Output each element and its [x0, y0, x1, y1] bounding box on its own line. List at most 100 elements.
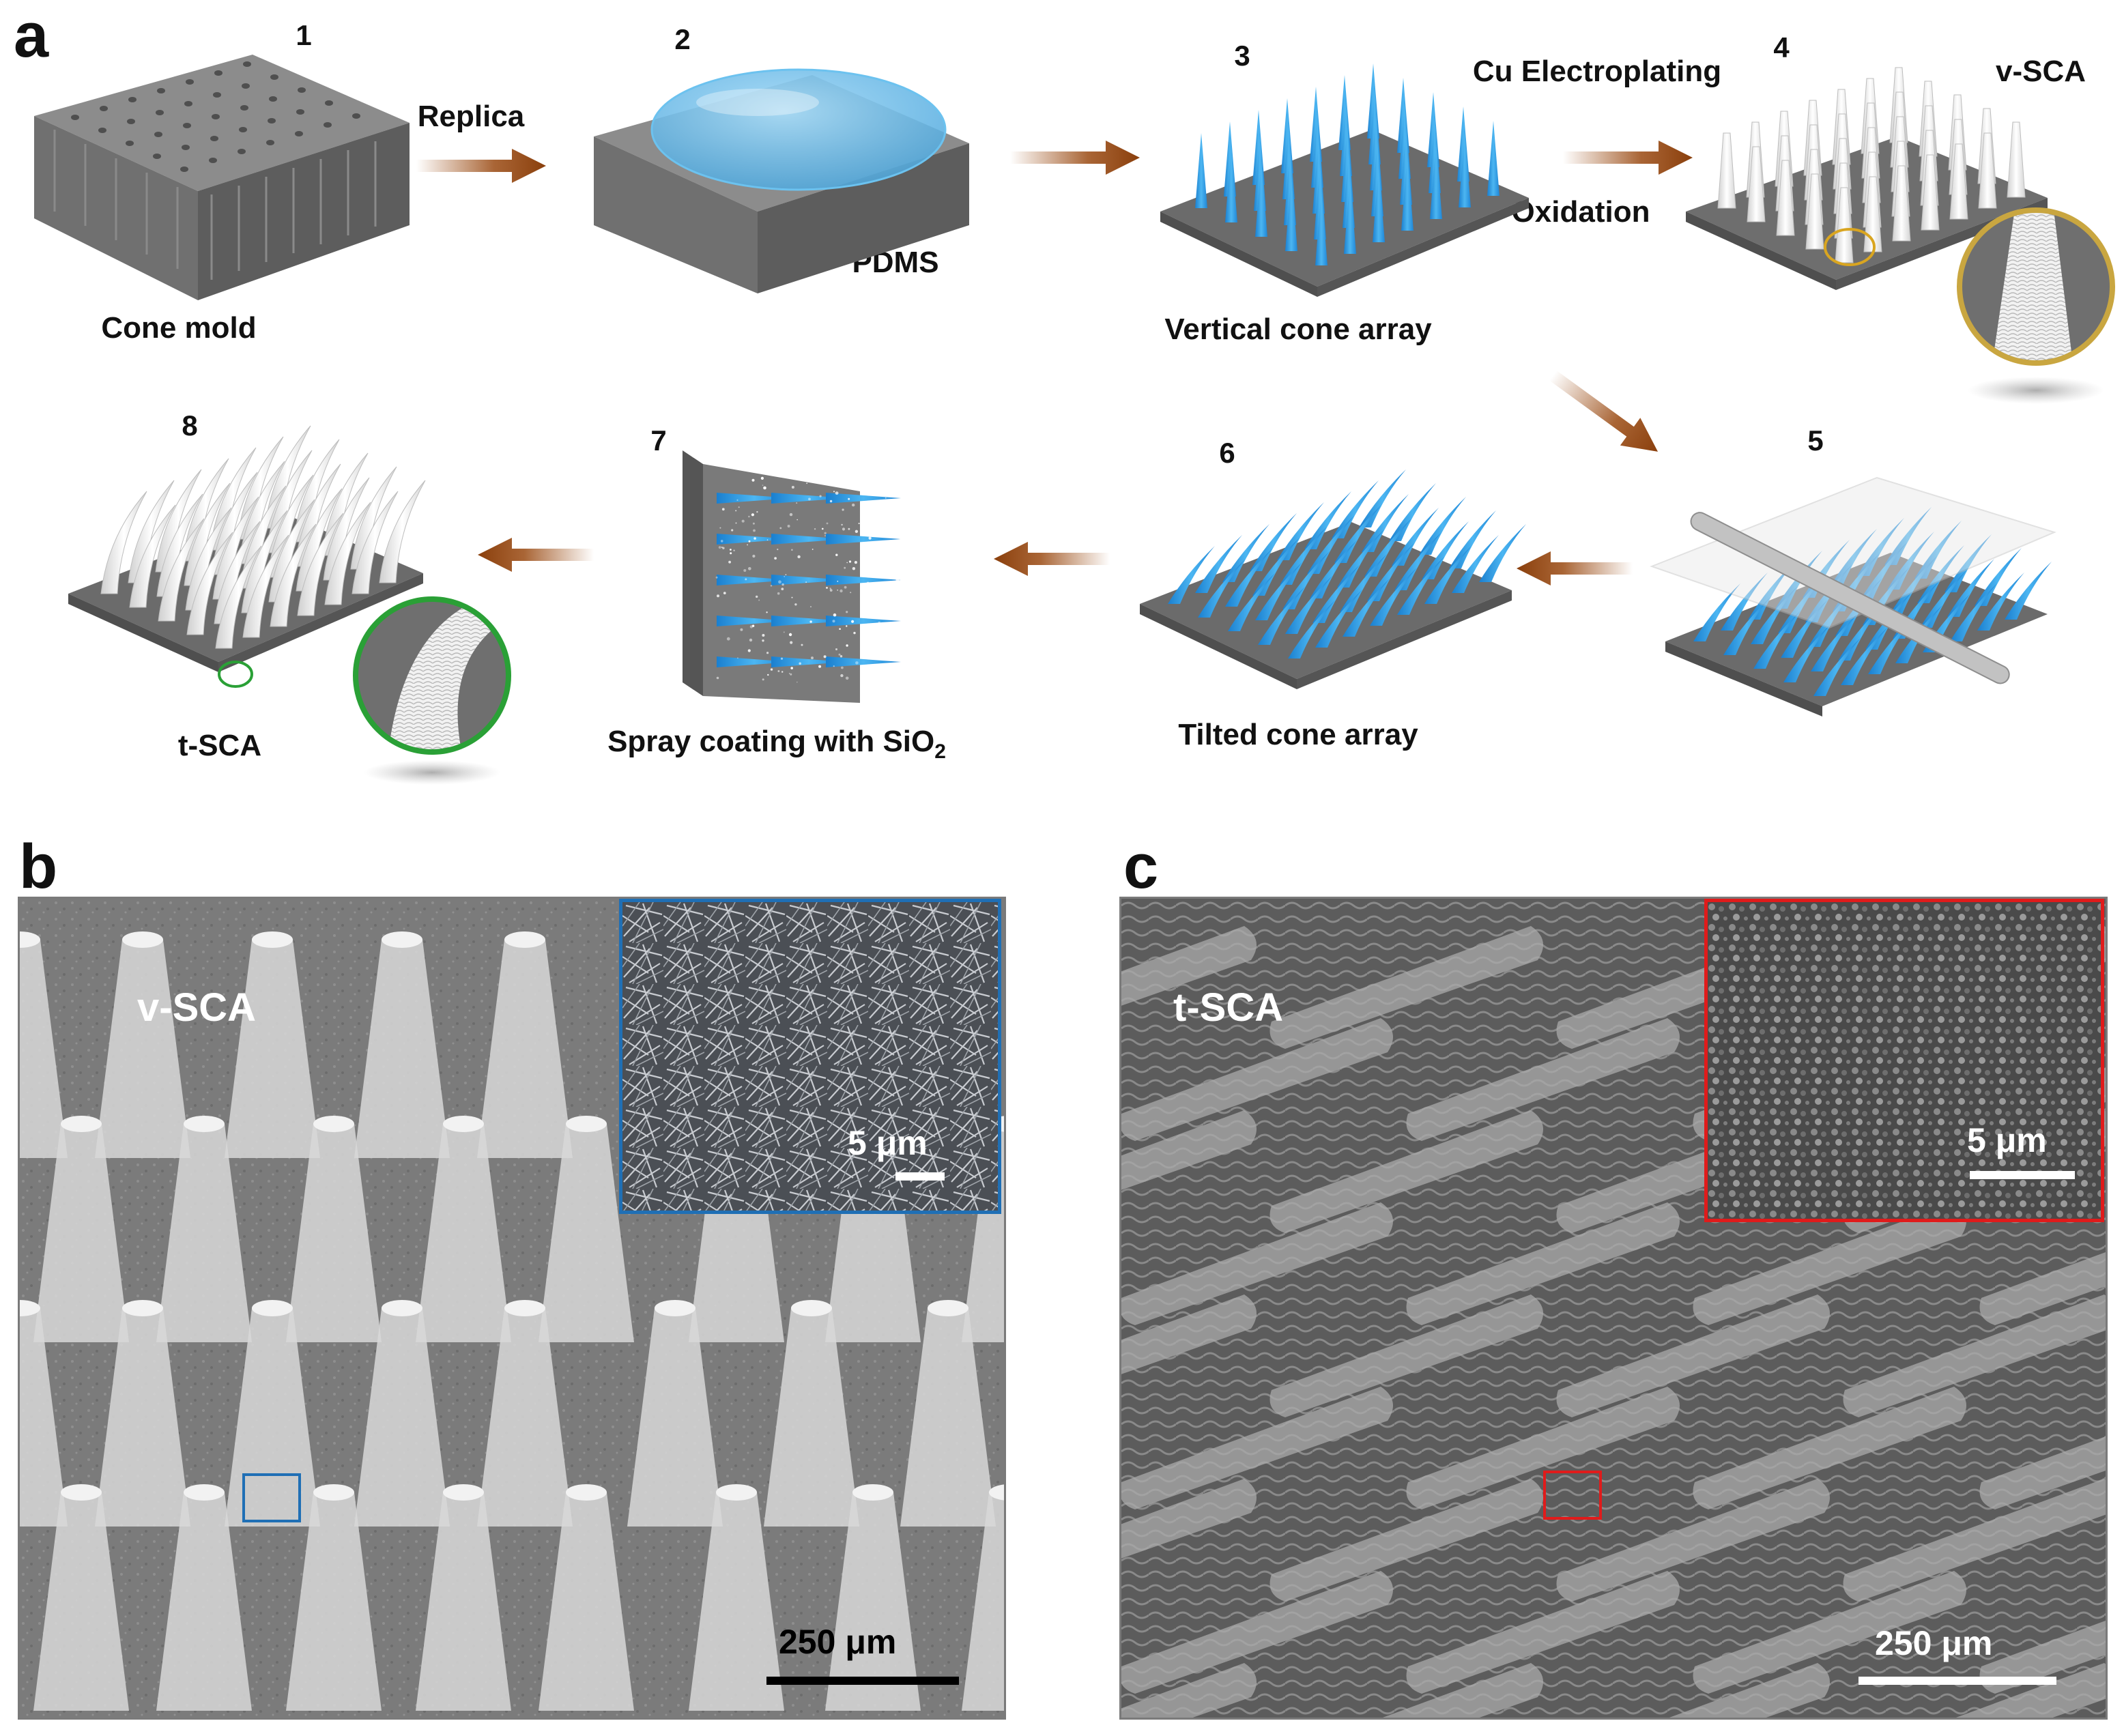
t-sca-cone — [379, 480, 426, 583]
t-sca-cone — [351, 491, 399, 594]
silica-particle — [980, 659, 982, 662]
sem-cone-tip — [504, 931, 545, 948]
sem-cone — [354, 940, 450, 1158]
tilted-cone — [1452, 535, 1499, 593]
t-sca-cone — [242, 534, 289, 638]
v-sca-cone — [1747, 146, 1766, 222]
silica-particle — [935, 561, 936, 563]
silica-particle — [811, 656, 814, 660]
silica-particle — [829, 500, 833, 503]
silica-particle — [826, 587, 828, 589]
silica-particle — [741, 519, 745, 523]
silica-particle — [964, 631, 966, 633]
silica-particle — [751, 513, 754, 517]
silica-particle — [899, 508, 902, 512]
tilted-cone — [1370, 568, 1417, 626]
silica-particle — [747, 544, 749, 546]
silica-particle — [860, 563, 862, 565]
tilted-cone — [1304, 491, 1351, 549]
silica-particle — [850, 592, 852, 594]
mold-hole — [186, 79, 194, 85]
silica-particle — [754, 537, 756, 540]
silica-particle — [945, 671, 947, 674]
sem-ridge — [1121, 1571, 1393, 1694]
sem-b-inset-scale-label: 5 μm — [848, 1124, 928, 1162]
silica-particle — [878, 621, 880, 624]
sem-ridge — [1406, 1202, 1680, 1325]
silica-particle — [932, 481, 934, 484]
silica-particle — [948, 483, 949, 485]
vertical-cone — [1225, 147, 1237, 222]
silica-particle — [791, 549, 793, 551]
arrow-label-cu-electroplating: Cu Electroplating — [1472, 55, 1722, 88]
sem-cone — [764, 1308, 859, 1527]
silica-particle — [980, 493, 984, 496]
step-number-8: 8 — [182, 409, 198, 442]
sem-cone-tip — [20, 1300, 40, 1316]
arrow-3-to-5 — [1549, 370, 1659, 452]
silica-particle — [796, 681, 798, 683]
sem-ridge — [1843, 1294, 2106, 1417]
sem-ridge — [1979, 1252, 2106, 1325]
spray-coating-illustration — [683, 450, 989, 703]
arrow-5-to-6 — [1517, 551, 1633, 585]
sem-c-inset-texture — [1708, 902, 2101, 1219]
silica-particle — [745, 578, 747, 581]
tilted-cone — [1334, 505, 1381, 563]
sem-cone — [20, 940, 68, 1158]
silica-particle — [975, 631, 977, 633]
mold-hole — [98, 128, 106, 133]
silica-particle — [910, 655, 913, 657]
t-sca-cone — [215, 545, 262, 649]
silica-particle — [845, 676, 849, 680]
silica-particle — [835, 648, 837, 650]
v-sca-cone — [1921, 154, 1940, 231]
silica-particle — [957, 486, 960, 489]
sem-ridge — [1406, 1387, 1680, 1509]
silica-particle — [889, 611, 891, 613]
arrow-2-to-3 — [1010, 141, 1140, 175]
silica-particle — [777, 549, 779, 551]
silica-particle — [733, 549, 735, 551]
spray-cone — [771, 534, 846, 545]
silica-particle — [938, 602, 941, 605]
silica-particle — [808, 497, 811, 501]
silica-particle — [778, 580, 781, 584]
tilted-cone — [1258, 587, 1305, 645]
tilted-cone — [1920, 570, 1967, 628]
silica-particle — [846, 611, 848, 613]
step-number-6: 6 — [1219, 437, 1235, 469]
silica-particle — [981, 513, 984, 515]
silica-particle — [968, 652, 971, 656]
arrow-6-to-7 — [994, 542, 1110, 576]
silica-particle — [818, 665, 822, 668]
silica-particle — [751, 624, 755, 627]
sem-cone — [539, 1124, 634, 1342]
silica-particle — [962, 516, 966, 520]
sem-b-scale-label: 250 μm — [779, 1623, 897, 1661]
mold-hole — [100, 106, 108, 111]
silica-particle — [758, 599, 760, 601]
sem-cone — [225, 940, 320, 1158]
silica-particle — [974, 543, 977, 547]
sem-ridge — [1121, 926, 1257, 1006]
t-sca-cone — [129, 504, 176, 608]
sem-ridge — [1406, 1018, 1680, 1141]
silica-particle — [720, 540, 723, 542]
silica-particle — [788, 633, 792, 637]
silica-particle — [829, 588, 831, 590]
silica-particle — [983, 478, 985, 480]
silica-particle — [895, 654, 898, 657]
silica-particle — [963, 641, 965, 643]
silica-particle — [947, 658, 951, 661]
sem-cone-tip — [313, 1484, 354, 1501]
silica-particle — [835, 491, 839, 495]
vertical-cone — [1315, 190, 1328, 265]
vertical-cone — [1344, 179, 1356, 254]
silica-particle — [932, 504, 934, 507]
sem-ridge — [1382, 1663, 1543, 1718]
silica-particle — [878, 506, 881, 508]
sem-cone — [962, 1492, 1004, 1711]
sem-cone-tip — [313, 1116, 354, 1132]
silica-particle — [780, 657, 784, 660]
